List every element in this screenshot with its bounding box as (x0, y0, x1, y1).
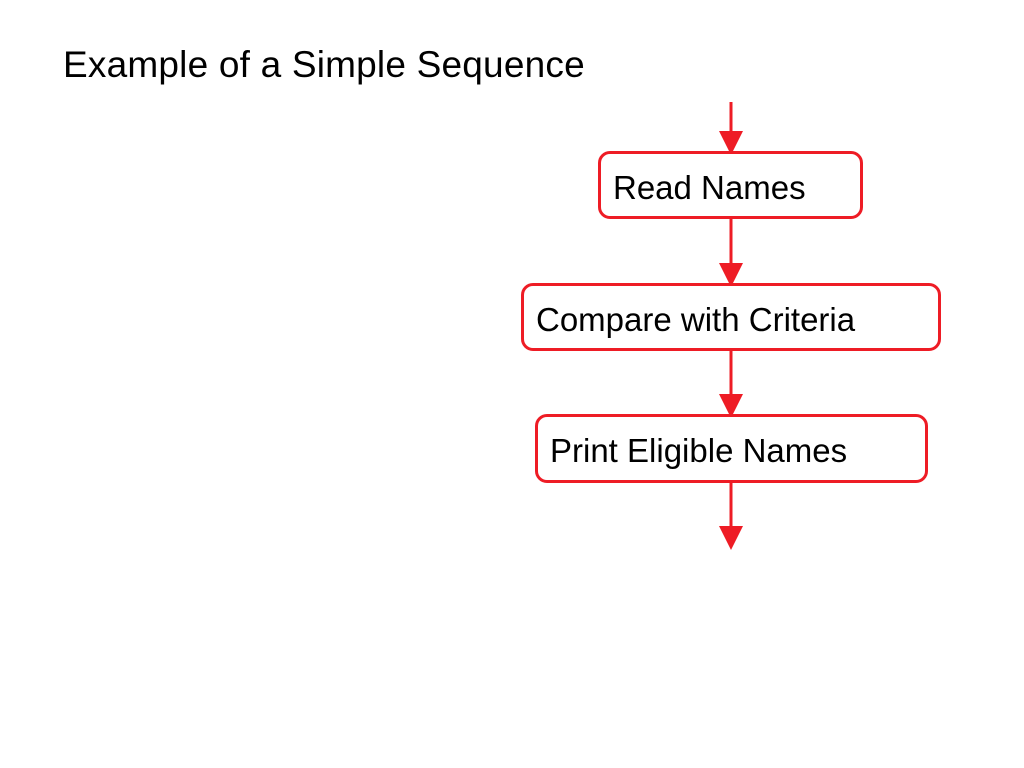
step-compare-with-criteria: Compare with Criteria (521, 283, 941, 351)
step-read-names: Read Names (598, 151, 863, 219)
step-label: Read Names (613, 169, 806, 206)
step-print-eligible-names: Print Eligible Names (535, 414, 928, 483)
step-label: Print Eligible Names (550, 432, 848, 469)
slide-title: Example of a Simple Sequence (63, 44, 585, 85)
step-label: Compare with Criteria (536, 301, 856, 338)
